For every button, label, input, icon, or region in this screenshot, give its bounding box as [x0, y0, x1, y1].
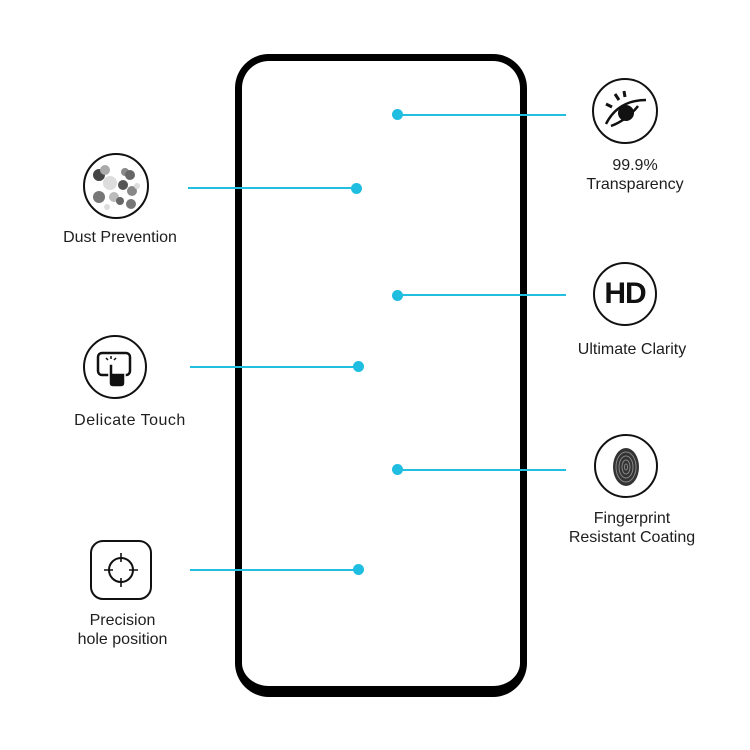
- callout-line-fingerprint: [397, 469, 566, 471]
- crosshair-icon: [90, 540, 152, 600]
- transparency-label: 99.9% Transparency: [586, 157, 684, 193]
- callout-dot-hole: [353, 564, 364, 575]
- callout-line-transparency: [397, 114, 566, 116]
- fingerprint-icon: [594, 434, 658, 498]
- eye-icon: [592, 78, 658, 144]
- callout-line-touch: [190, 366, 358, 368]
- dust-label: Dust Prevention: [63, 229, 177, 246]
- hole-label: Precision hole position: [77, 612, 168, 648]
- callout-line-hole: [190, 569, 358, 571]
- callout-dot-touch: [353, 361, 364, 372]
- clarity-label: Ultimate Clarity: [577, 341, 687, 358]
- touch-label: Delicate Touch: [74, 412, 186, 429]
- callout-line-clarity: [397, 294, 566, 296]
- callout-line-dust: [188, 187, 356, 189]
- hd-icon: HD: [593, 262, 657, 326]
- phone-screen-outline: [235, 54, 527, 697]
- callout-dot-dust: [351, 183, 362, 194]
- fingerprint-label: Fingerprint Resistant Coating: [568, 510, 696, 546]
- touch-screen-icon: [83, 335, 147, 399]
- dust-particles-icon: [83, 153, 149, 219]
